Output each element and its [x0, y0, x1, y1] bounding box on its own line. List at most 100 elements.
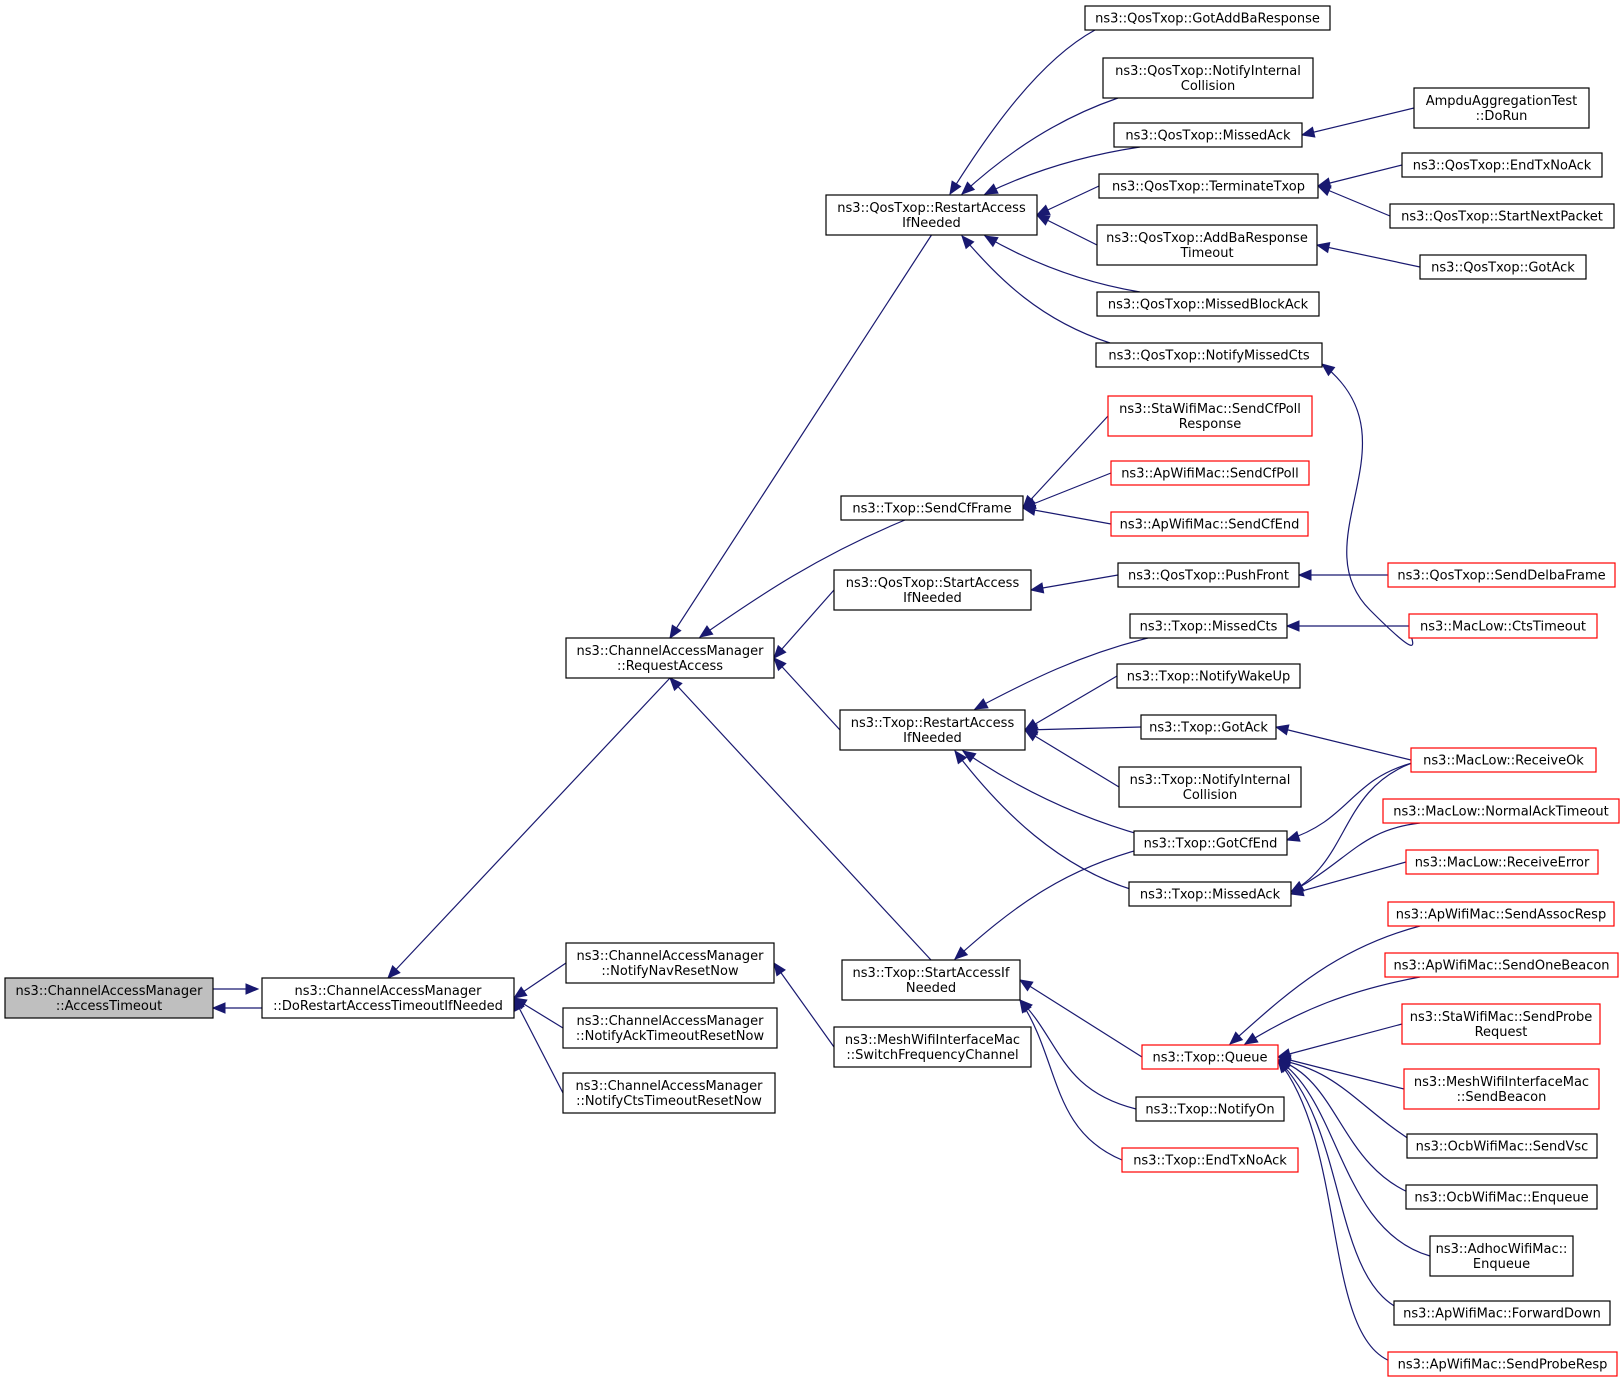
node-box[interactable]: [1096, 224, 1318, 266]
node-qsenddelba[interactable]: ns3::QosTxop::SendDelbaFrame: [1387, 562, 1616, 588]
node-box[interactable]: [1116, 663, 1301, 689]
node-apsendcfend[interactable]: ns3::ApWifiMac::SendCfEnd: [1110, 511, 1309, 537]
node-qterminate[interactable]: ns3::QosTxop::TerminateTxop: [1098, 173, 1319, 199]
node-box[interactable]: [839, 709, 1026, 751]
node-box[interactable]: [1419, 254, 1587, 280]
node-box[interactable]: [1387, 562, 1616, 588]
node-box[interactable]: [1135, 1096, 1285, 1122]
node-box[interactable]: [1133, 830, 1288, 856]
node-ocbenqueue[interactable]: ns3::OcbWifiMac::Enqueue: [1405, 1184, 1598, 1210]
node-box[interactable]: [840, 495, 1024, 521]
node-box[interactable]: [833, 569, 1032, 611]
node-approberesp[interactable]: ns3::ApWifiMac::SendProbeResp: [1387, 1351, 1618, 1377]
node-notifyack[interactable]: ns3::ChannelAccessManager::NotifyAckTime…: [562, 1007, 778, 1049]
node-box[interactable]: [1129, 613, 1288, 639]
node-qnotifymissedcts[interactable]: ns3::QosTxop::NotifyMissedCts: [1095, 342, 1323, 368]
node-ocbvsc[interactable]: ns3::OcbWifiMac::SendVsc: [1406, 1133, 1598, 1159]
node-box[interactable]: [1405, 1184, 1598, 1210]
node-box[interactable]: [1140, 714, 1277, 740]
node-box[interactable]: [1410, 747, 1597, 773]
node-apsendcfpoll[interactable]: ns3::ApWifiMac::SendCfPoll: [1110, 460, 1310, 486]
node-qgotack[interactable]: ns3::QosTxop::GotAck: [1419, 254, 1587, 280]
node-box[interactable]: [562, 1007, 778, 1049]
node-requestaccess[interactable]: ns3::ChannelAccessManager::RequestAccess: [565, 637, 775, 679]
node-tendtxnoack[interactable]: ns3::Txop::EndTxNoAck: [1121, 1147, 1299, 1173]
node-tnotifyon[interactable]: ns3::Txop::NotifyOn: [1135, 1096, 1285, 1122]
node-box[interactable]: [1384, 952, 1619, 978]
node-root[interactable]: ns3::ChannelAccessManager::AccessTimeout: [4, 977, 214, 1019]
node-box[interactable]: [1084, 5, 1331, 31]
node-box[interactable]: [841, 959, 1021, 1001]
node-box[interactable]: [1387, 901, 1615, 927]
node-box[interactable]: [1413, 87, 1590, 129]
node-box[interactable]: [565, 637, 775, 679]
node-box[interactable]: [1401, 152, 1603, 178]
node-box[interactable]: [1121, 1147, 1299, 1173]
node-tgotcfend[interactable]: ns3::Txop::GotCfEnd: [1133, 830, 1288, 856]
node-box[interactable]: [562, 1072, 776, 1114]
node-qmissedblock[interactable]: ns3::QosTxop::MissedBlockAck: [1096, 291, 1320, 317]
node-box[interactable]: [1110, 511, 1309, 537]
node-notifynav[interactable]: ns3::ChannelAccessManager::NotifyNavRese…: [565, 942, 775, 984]
node-box[interactable]: [1408, 613, 1598, 639]
node-box[interactable]: [1429, 1235, 1574, 1277]
node-apassoc[interactable]: ns3::ApWifiMac::SendAssocResp: [1387, 901, 1615, 927]
node-qpushfront[interactable]: ns3::QosTxop::PushFront: [1117, 562, 1300, 588]
node-apforward[interactable]: ns3::ApWifiMac::ForwardDown: [1393, 1300, 1611, 1326]
node-dorestart[interactable]: ns3::ChannelAccessManager::DoRestartAcce…: [261, 977, 515, 1019]
node-meshswitch[interactable]: ns3::MeshWifiInterfaceMac::SwitchFrequen…: [833, 1026, 1032, 1068]
node-macreceiveok[interactable]: ns3::MacLow::ReceiveOk: [1410, 747, 1597, 773]
node-box[interactable]: [1393, 1300, 1611, 1326]
node-box[interactable]: [1098, 173, 1319, 199]
node-box[interactable]: [1117, 562, 1300, 588]
node-box[interactable]: [1096, 291, 1320, 317]
node-box[interactable]: [1403, 1068, 1600, 1110]
node-box[interactable]: [1128, 881, 1292, 907]
node-box[interactable]: [1102, 57, 1314, 99]
node-box[interactable]: [1387, 1351, 1618, 1377]
node-box[interactable]: [1110, 460, 1310, 486]
node-notifycts[interactable]: ns3::ChannelAccessManager::NotifyCtsTime…: [562, 1072, 776, 1114]
node-tqueue[interactable]: ns3::Txop::Queue: [1141, 1044, 1279, 1070]
node-adhocenqueue[interactable]: ns3::AdhocWifiMac::Enqueue: [1429, 1235, 1574, 1277]
node-box[interactable]: [1389, 203, 1615, 229]
node-qgotaddba[interactable]: ns3::QosTxop::GotAddBaResponse: [1084, 5, 1331, 31]
node-tgotack[interactable]: ns3::Txop::GotAck: [1140, 714, 1277, 740]
node-ampdu[interactable]: AmpduAggregationTest::DoRun: [1413, 87, 1590, 129]
node-box[interactable]: [565, 942, 775, 984]
node-box[interactable]: [1113, 122, 1303, 148]
node-tmissedcts[interactable]: ns3::Txop::MissedCts: [1129, 613, 1288, 639]
node-qendtxnoack[interactable]: ns3::QosTxop::EndTxNoAck: [1401, 152, 1603, 178]
node-box[interactable]: [1095, 342, 1323, 368]
node-meshbeacon[interactable]: ns3::MeshWifiInterfaceMac::SendBeacon: [1403, 1068, 1600, 1110]
node-box[interactable]: [4, 977, 214, 1019]
node-box[interactable]: [1406, 1133, 1598, 1159]
node-box[interactable]: [1401, 1003, 1601, 1045]
node-box[interactable]: [1107, 395, 1313, 437]
node-macnormalack[interactable]: ns3::MacLow::NormalAckTimeout: [1382, 798, 1620, 824]
node-macctstimeout[interactable]: ns3::MacLow::CtsTimeout: [1408, 613, 1598, 639]
node-box[interactable]: [1405, 849, 1599, 875]
node-box[interactable]: [1382, 798, 1620, 824]
node-qmissedack[interactable]: ns3::QosTxop::MissedAck: [1113, 122, 1303, 148]
node-tmissedack[interactable]: ns3::Txop::MissedAck: [1128, 881, 1292, 907]
node-aponebeacon[interactable]: ns3::ApWifiMac::SendOneBeacon: [1384, 952, 1619, 978]
node-tnotifywake[interactable]: ns3::Txop::NotifyWakeUp: [1116, 663, 1301, 689]
node-box[interactable]: [1118, 766, 1302, 808]
node-box[interactable]: [833, 1026, 1032, 1068]
node-sendcfframe[interactable]: ns3::Txop::SendCfFrame: [840, 495, 1024, 521]
node-box[interactable]: [1141, 1044, 1279, 1070]
node-box[interactable]: [261, 977, 515, 1019]
node-macreceiveerr[interactable]: ns3::MacLow::ReceiveError: [1405, 849, 1599, 875]
node-qstartnext[interactable]: ns3::QosTxop::StartNextPacket: [1389, 203, 1615, 229]
node-box[interactable]: [825, 194, 1038, 236]
